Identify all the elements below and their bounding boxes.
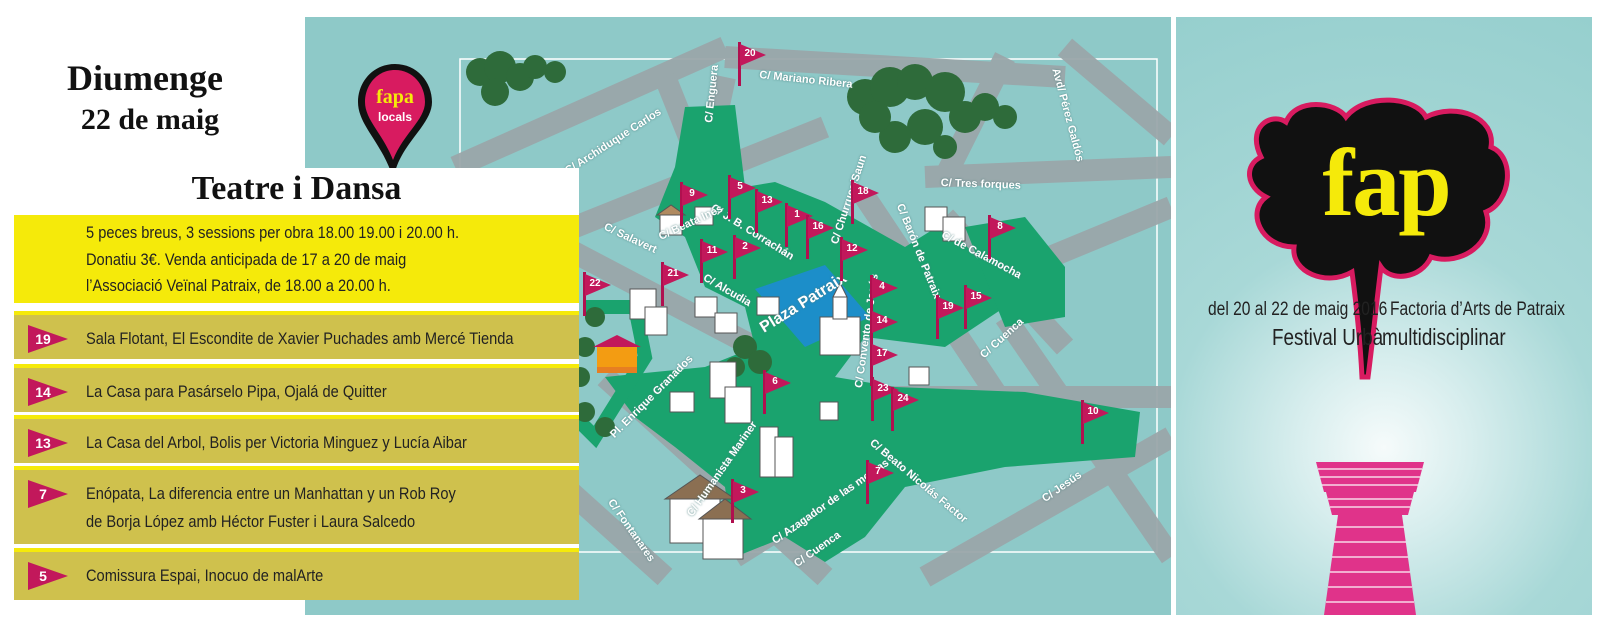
festival-name-right: multidisciplinar: [1382, 324, 1506, 350]
poster-graphics: [1247, 97, 1510, 615]
event-day: Diumenge: [67, 58, 223, 98]
fapa-logo-word: fapa: [376, 86, 414, 108]
info-line: Donatiu 3€. Venda anticipada de 17 a 20 …: [86, 250, 407, 269]
event-text: La Casa para Pasárselo Pipa, Ojalá de Qu…: [86, 382, 387, 401]
venue-flag[interactable]: 16: [803, 215, 837, 261]
venue-marker-icon: 13: [28, 429, 68, 457]
map-pin-icon: [358, 64, 432, 172]
venue-flag[interactable]: 5: [725, 175, 759, 221]
info-box: 5 peces breus, 3 sessions per obra 18.00…: [14, 215, 579, 303]
event-text: Enópata, La diferencia entre un Manhatta…: [86, 484, 456, 503]
venue-flag[interactable]: 7: [863, 460, 897, 506]
info-line: 5 peces breus, 3 sessions per obra 18.00…: [86, 223, 460, 242]
venue-flag[interactable]: 4: [867, 275, 901, 321]
venue-flag[interactable]: 8: [985, 215, 1019, 261]
venue-flag[interactable]: 20: [735, 42, 769, 88]
venue-flag[interactable]: 11: [697, 239, 731, 285]
venue-flag[interactable]: 15: [961, 285, 995, 331]
info-line: l’Associació Veïnal Patraix, de 18.00 a …: [86, 276, 391, 295]
fapa-locals-logo: fapa locals: [355, 62, 435, 174]
event-text: La Casa del Arbol, Bolis per Victoria Mi…: [86, 433, 467, 452]
program-title: Teatre i Dansa: [191, 170, 402, 207]
event-item[interactable]: 14 La Casa para Pasárselo Pipa, Ojalá de…: [14, 364, 579, 412]
event-item[interactable]: 5 Comissura Espai, Inocuo de malArte: [14, 548, 579, 600]
venue-marker-icon: 5: [28, 562, 68, 590]
festival-dates: del 20 al 22 de maig 2016: [1208, 299, 1388, 320]
venue-flag[interactable]: 21: [658, 262, 692, 308]
event-text: Comissura Espai, Inocuo de malArte: [86, 566, 324, 585]
venue-flag[interactable]: 12: [837, 237, 871, 283]
fap-logo: fap: [1322, 129, 1451, 236]
festival-poster: fap del 20 al 22 de maig 2016 Factoria d…: [1176, 17, 1592, 615]
venue-flag[interactable]: 19: [933, 295, 967, 341]
event-text-line2: de Borja López amb Héctor Fuster i Laura…: [86, 512, 416, 531]
festival-organizer: Factoria d’Arts de Patraix: [1390, 299, 1565, 320]
venue-flag[interactable]: 17: [867, 342, 901, 388]
venue-flag[interactable]: 6: [760, 370, 794, 416]
venue-flag[interactable]: 18: [848, 180, 882, 226]
venue-flag[interactable]: 22: [580, 272, 614, 318]
venue-flag[interactable]: 2: [730, 235, 764, 281]
event-item[interactable]: 19 Sala Flotant, El Escondite de Xavier …: [14, 311, 579, 359]
venue-marker-icon: 14: [28, 378, 68, 406]
festival-name-left: Festival Urbà: [1272, 324, 1384, 350]
venue-flag[interactable]: 24: [888, 387, 922, 433]
venue-marker-icon: 7: [28, 480, 68, 508]
event-item[interactable]: 7 Enópata, La diferencia entre un Manhat…: [14, 466, 579, 544]
venue-flag[interactable]: 10: [1078, 400, 1112, 446]
event-item[interactable]: 13 La Casa del Arbol, Bolis per Victoria…: [14, 415, 579, 463]
event-text: Sala Flotant, El Escondite de Xavier Puc…: [86, 329, 514, 348]
venue-flag[interactable]: 3: [728, 479, 762, 525]
venue-flag[interactable]: 14: [867, 309, 901, 355]
event-date: 22 de maig: [80, 103, 220, 136]
venue-flag[interactable]: 9: [677, 182, 711, 228]
venue-flag[interactable]: 13: [752, 189, 786, 235]
venue-marker-icon: 19: [28, 325, 68, 353]
locals-word: locals: [377, 110, 413, 124]
